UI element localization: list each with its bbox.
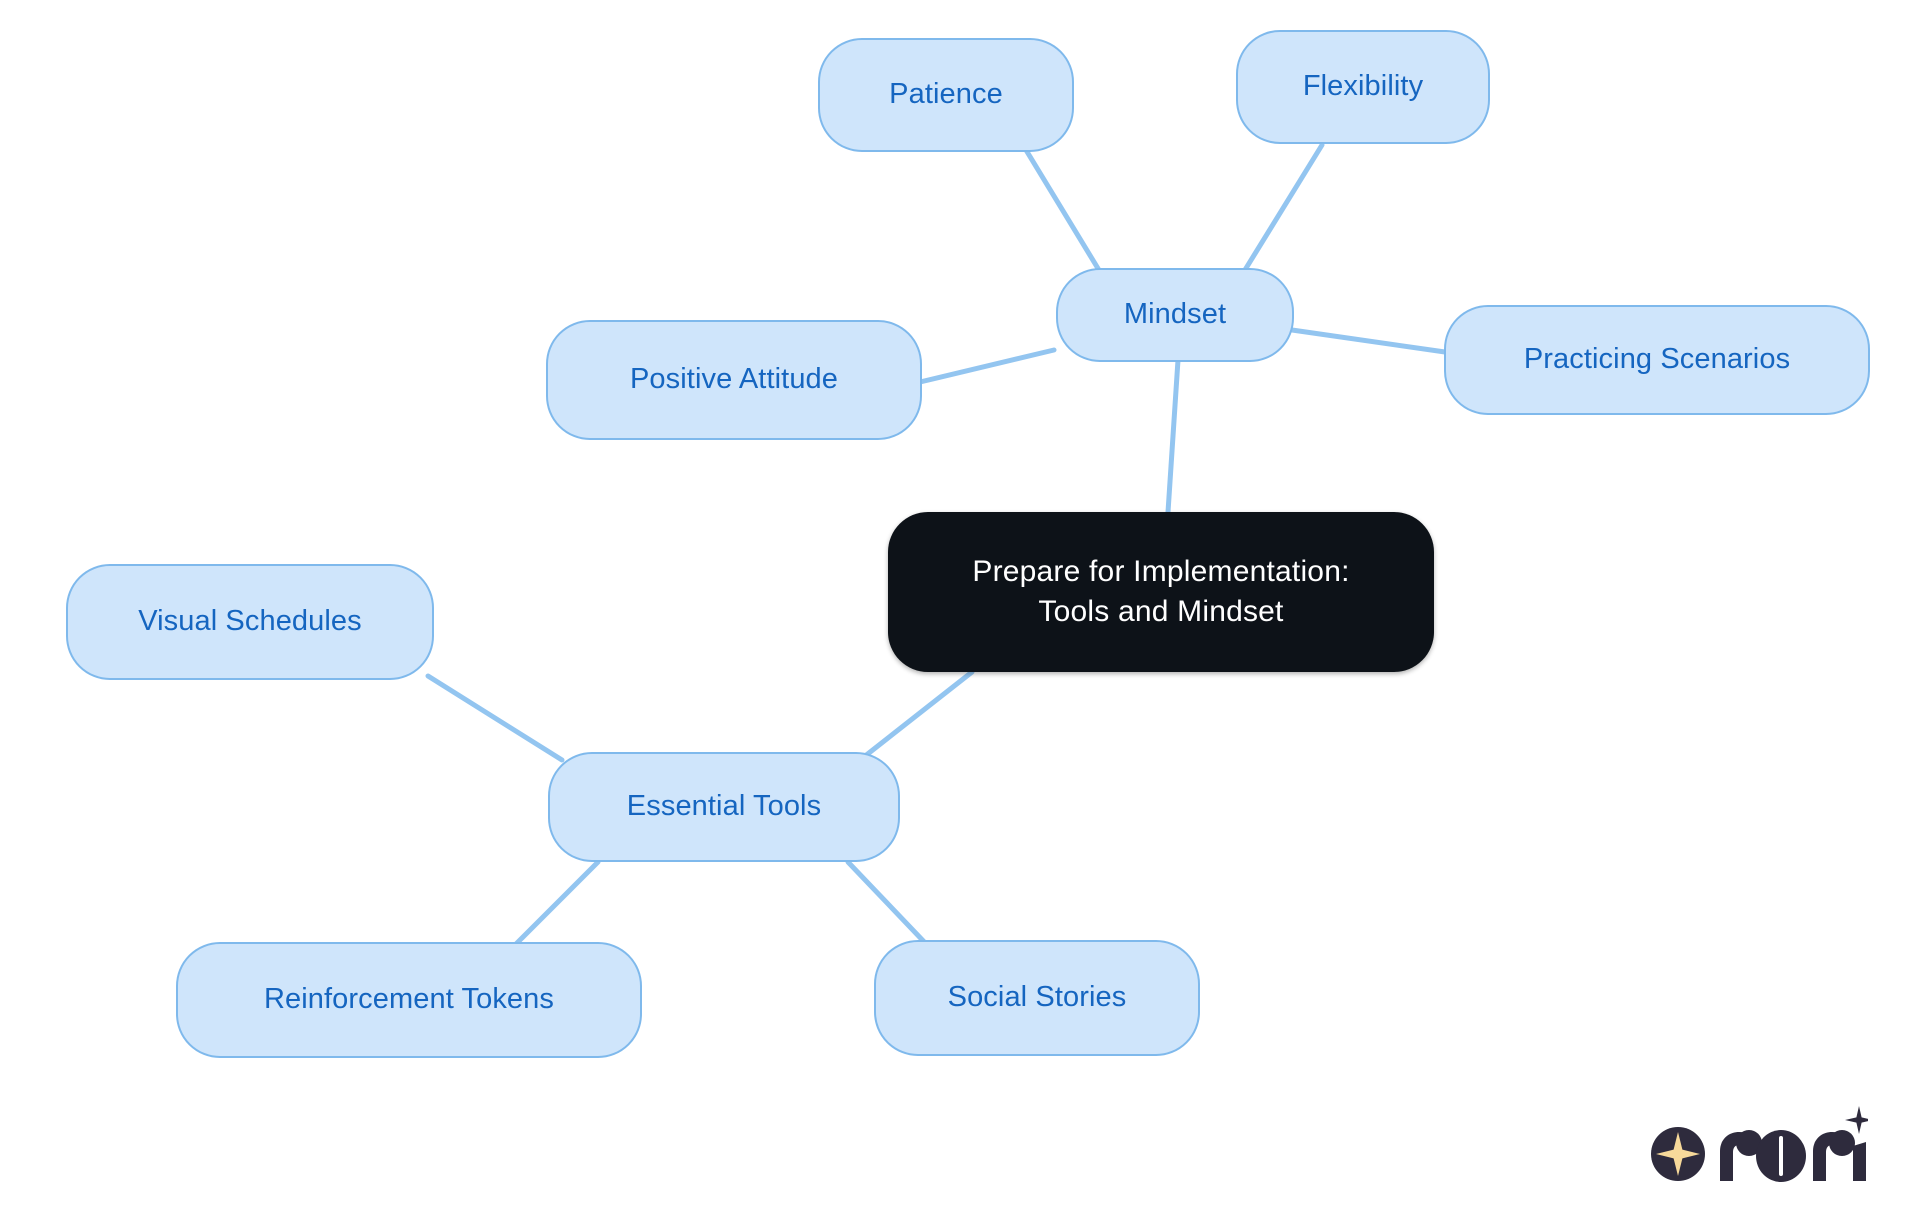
edge-mindset-positive-attitude: [917, 347, 1057, 385]
leaf-node-positive-attitude-label: Positive Attitude: [629, 363, 839, 396]
leaf-node-social-stories[interactable]: Social Stories: [874, 940, 1200, 1056]
edge-essentialtools-visual-schedules: [425, 673, 565, 763]
branch-node-mindset-label: Mindset: [1123, 298, 1227, 331]
root-node-label-line1: Prepare for Implementation:: [972, 555, 1350, 589]
edge-mindset-practicing-scenarios: [1289, 327, 1448, 355]
logo-star-icon: [1656, 1132, 1700, 1176]
leaf-node-visual-schedules[interactable]: Visual Schedules: [66, 564, 434, 680]
branch-node-mindset[interactable]: Mindset: [1056, 268, 1294, 362]
root-node-label-line2: Tools and Mindset: [1038, 595, 1284, 628]
root-node[interactable]: Prepare for Implementation: Tools and Mi…: [888, 512, 1434, 672]
logo-star-accent-icon: [1845, 1106, 1868, 1134]
leaf-node-practicing-scenarios-label: Practicing Scenarios: [1523, 343, 1791, 376]
logo-mark-circle: [1651, 1127, 1705, 1181]
leaf-node-reinforcement-tokens[interactable]: Reinforcement Tokens: [176, 942, 642, 1058]
rori-logo: [1651, 1106, 1868, 1182]
logo-wordmark: [1720, 1106, 1868, 1182]
edge-essentialtools-reinforcement-tokens: [509, 859, 601, 951]
edge-root-essential-tools: [857, 669, 975, 763]
edge-root-mindset: [1165, 357, 1181, 515]
edge-mindset-patience: [1023, 147, 1108, 283]
root-node-label: Prepare for Implementation: Tools and Mi…: [946, 552, 1375, 632]
leaf-node-patience[interactable]: Patience: [818, 38, 1074, 152]
branch-node-essential-tools[interactable]: Essential Tools: [548, 752, 900, 862]
leaf-node-reinforcement-tokens-label: Reinforcement Tokens: [263, 983, 554, 1016]
edge-mindset-flexibility: [1237, 142, 1325, 281]
leaf-node-practicing-scenarios[interactable]: Practicing Scenarios: [1444, 305, 1870, 415]
edge-essentialtools-social-stories: [845, 859, 933, 951]
branch-node-essential-tools-label: Essential Tools: [626, 790, 822, 823]
leaf-node-social-stories-label: Social Stories: [947, 981, 1127, 1014]
leaf-node-visual-schedules-label: Visual Schedules: [138, 605, 362, 638]
leaf-node-positive-attitude[interactable]: Positive Attitude: [546, 320, 922, 440]
leaf-node-patience-label: Patience: [889, 78, 1003, 111]
leaf-node-flexibility-label: Flexibility: [1302, 70, 1424, 103]
leaf-node-flexibility[interactable]: Flexibility: [1236, 30, 1490, 144]
